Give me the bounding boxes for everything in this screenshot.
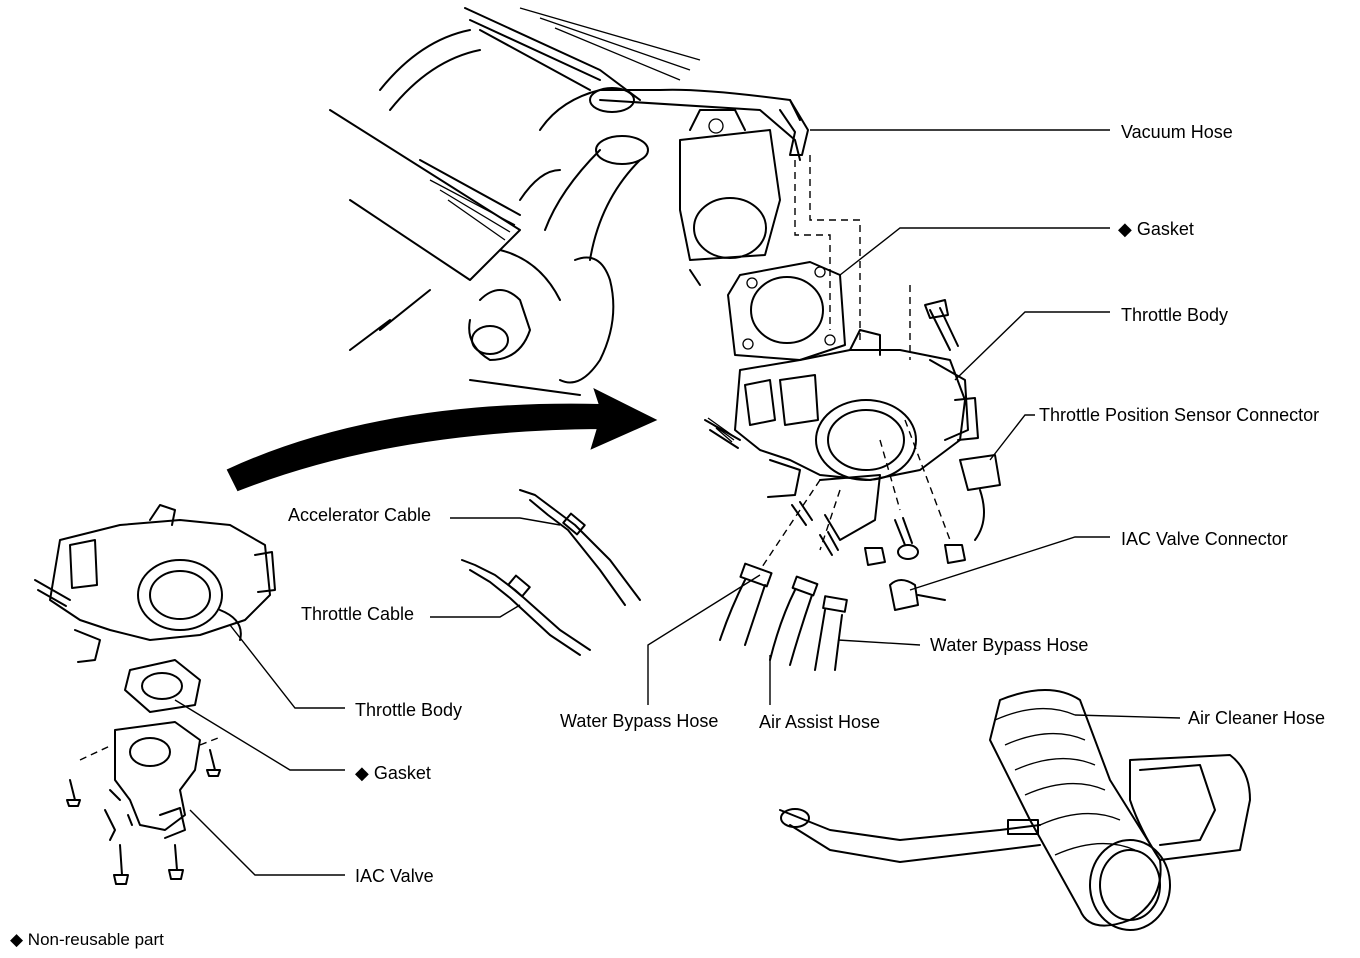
water-bypass-hose-left-label: Water Bypass Hose xyxy=(560,711,719,731)
iac-valve-drawing xyxy=(66,721,221,885)
gasket-left-label: ◆ Gasket xyxy=(355,763,431,783)
throttle-body-left-drawing xyxy=(34,504,276,663)
air-assist-hose-label: Air Assist Hose xyxy=(759,712,881,732)
curved-arrow-icon xyxy=(226,388,658,492)
iac-valve-connector-label: IAC Valve Connector xyxy=(1121,529,1288,549)
leader-lines xyxy=(174,129,1181,876)
intake-manifold-drawing xyxy=(329,7,809,396)
gasket-left-drawing xyxy=(124,659,201,713)
water-bypass-hose-right-label: Water Bypass Hose xyxy=(930,635,1089,655)
non-reusable-footnote: ◆ Non-reusable part xyxy=(10,930,164,949)
tps-connector-drawing xyxy=(959,454,1001,541)
assembly-guide-lines xyxy=(759,155,951,571)
bolts-drawing xyxy=(791,299,966,566)
throttle-body-top-label: Throttle Body xyxy=(1121,305,1229,325)
air-cleaner-hose-label: Air Cleaner Hose xyxy=(1188,708,1326,728)
gasket-top-drawing xyxy=(727,261,846,361)
air-cleaner-hose-drawing xyxy=(779,689,1251,931)
vacuum-hose-label: Vacuum Hose xyxy=(1121,122,1233,142)
throttle-body-left-label: Throttle Body xyxy=(355,700,463,720)
accelerator-cable-label: Accelerator Cable xyxy=(288,505,432,525)
throttle-body-top-drawing xyxy=(704,329,979,541)
iac-connector-drawing xyxy=(889,579,946,611)
iac-valve-label: IAC Valve xyxy=(355,866,434,886)
tps-connector-label: Throttle Position Sensor Connector xyxy=(1039,405,1320,425)
throttle-cable-label: Throttle Cable xyxy=(301,604,415,624)
cables-drawing xyxy=(461,489,641,656)
gasket-top-label: ◆ Gasket xyxy=(1118,219,1194,239)
hoses-drawing xyxy=(719,562,848,671)
